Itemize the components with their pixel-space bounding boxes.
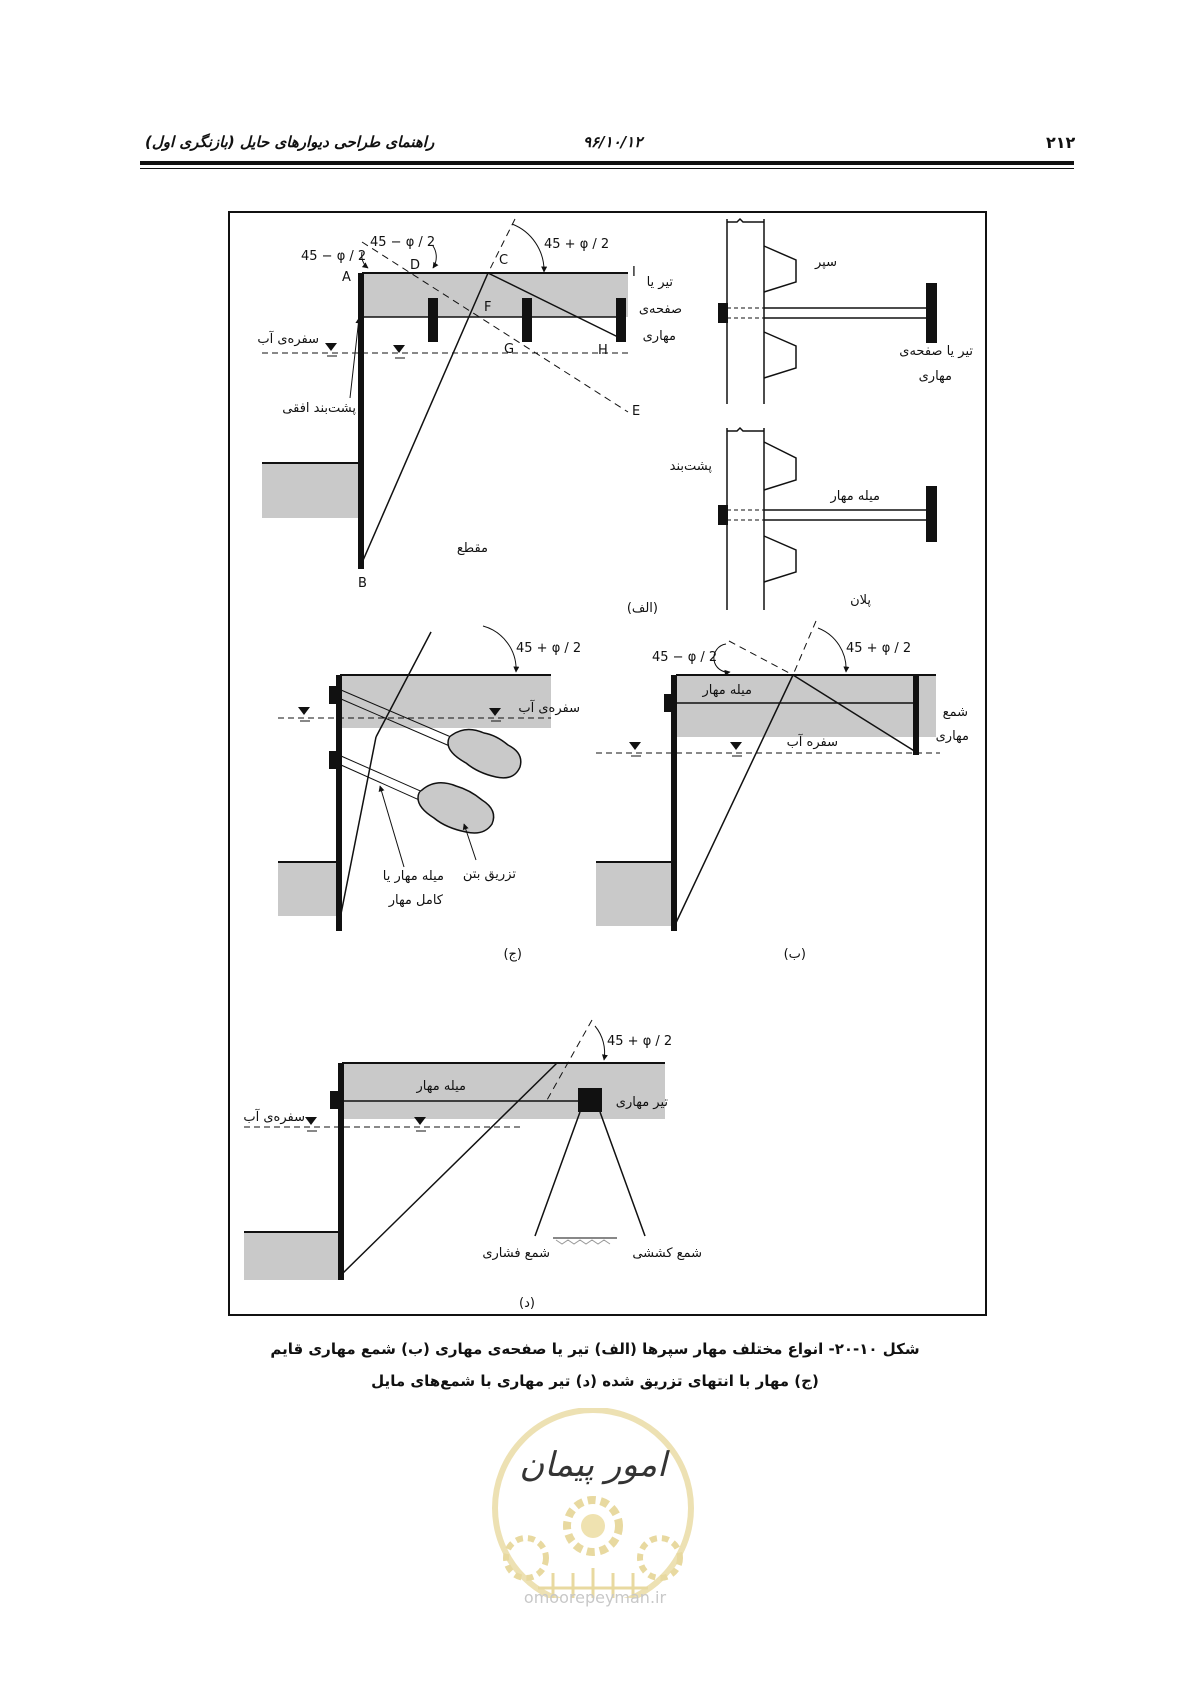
- point-label: H: [598, 343, 608, 358]
- grout-bulb: [417, 782, 495, 834]
- sheet-pile-wall: [358, 273, 364, 569]
- figure-frame: [228, 211, 987, 1316]
- figure-caption-line2: (ج) مهار با انتهای تزریق شده (د) تیر مها…: [371, 1372, 819, 1390]
- point-label: I: [632, 265, 636, 280]
- angle-label: 45 + φ / 2: [516, 641, 581, 656]
- point-label: C: [499, 253, 508, 268]
- wale-label: پشت‌بند: [670, 459, 713, 474]
- panel-tag: (د): [519, 1296, 535, 1311]
- sheet-pile-wall: [338, 1063, 344, 1280]
- grout-label: تزریق بتن: [463, 867, 516, 882]
- panel-d: 45 + φ / 2 میله مهار تیر مهاری سفره‌ی آب…: [243, 1019, 702, 1311]
- soil-dredge: [262, 463, 358, 518]
- wedge-line: [337, 736, 377, 930]
- angle-label: 45 + φ / 2: [544, 237, 609, 252]
- tension-pile: [599, 1111, 646, 1237]
- header-rule-thin: [140, 168, 1074, 169]
- sheet-pile-wall: [336, 675, 342, 931]
- passive-wedge-line: [360, 272, 489, 566]
- anchor-plate-3: [616, 298, 626, 342]
- wale-label: پشت‌بند افقی: [282, 401, 356, 416]
- figure-caption-line1: شکل ۱۰-۲۰- انواع مختلف مهار سپرها (الف) …: [270, 1340, 920, 1358]
- panel-a-plan: سپر تیر یا صفحه‌ی مهاری پشت‌بند میله مها…: [627, 217, 973, 616]
- publisher-seal-watermark: امور پیمان: [492, 1408, 694, 1598]
- tie-rod-label: میله مهار: [830, 489, 881, 504]
- panel-tag: (ج): [503, 947, 522, 962]
- panel-tag: (الف): [627, 601, 658, 616]
- water-table-label: سفره‌ی آب: [518, 699, 580, 716]
- header-rule-thick: [140, 161, 1074, 165]
- angle-label: 45 − φ / 2: [652, 650, 717, 665]
- compression-pile-label: شمع فشاری: [482, 1246, 550, 1261]
- point-label: A: [342, 270, 351, 285]
- anchor-rod-label: میله مهار یا: [383, 869, 444, 884]
- anchor-beam-label: صفحه‌ی: [639, 302, 682, 317]
- anchor-rod-label: کامل مهار: [388, 893, 444, 908]
- header-date: ۹۶/۱۰/۱۲: [583, 133, 643, 151]
- grout-bulb: [447, 728, 522, 779]
- angle-label: 45 + φ / 2: [846, 641, 911, 656]
- plan-label: پلان: [850, 593, 871, 608]
- passive-wedge-line: [673, 674, 794, 928]
- page-number: ۲۱۲: [1046, 133, 1076, 152]
- compression-pile: [534, 1111, 581, 1237]
- anchor-beam-label: تیر یا صفحه‌ی: [899, 344, 973, 359]
- tie-rod-label: میله مهار: [416, 1079, 467, 1094]
- anchor-beam-label: مهاری: [919, 369, 952, 384]
- active-wedge-line: [487, 272, 619, 338]
- point-label: B: [358, 576, 367, 591]
- section-label: مقطع: [457, 541, 488, 556]
- tie-rod-label: میله مهار: [702, 683, 753, 698]
- point-label: F: [484, 300, 491, 315]
- water-table-label: سفره‌ی آب: [243, 1108, 305, 1125]
- angle-label: 45 − φ / 2: [301, 249, 366, 264]
- wedge-line: [340, 1062, 558, 1276]
- anchor-beam: [578, 1088, 602, 1112]
- panel-b: 45 − φ / 2 45 + φ / 2 میله مهار شمع مهار…: [596, 620, 969, 962]
- active-wedge-line: [792, 674, 917, 753]
- sheet-pile-plan-top: [726, 217, 797, 404]
- anchor-plate-1: [428, 298, 438, 342]
- water-table-label: سفره‌ی آب: [257, 330, 319, 347]
- anchor-pile-label: مهاری: [936, 729, 969, 744]
- anchor-beam-label: تیر یا: [647, 275, 674, 290]
- point-label: G: [504, 342, 514, 357]
- sheet-pile-label: سپر: [814, 255, 837, 270]
- panel-tag: (ب): [784, 947, 806, 962]
- soil-fill: [362, 273, 628, 317]
- anchor-pile-label: شمع: [943, 705, 968, 720]
- angle-label: 45 + φ / 2: [607, 1034, 672, 1049]
- point-label: D: [410, 258, 420, 273]
- failure-line-dashed-1: [361, 241, 629, 413]
- panel-a-section: 45 − φ / 2 45 − φ / 2 45 + φ / 2 A D C I…: [257, 218, 682, 591]
- panel-c: 45 + φ / 2 سفره‌ی آب تزریق بتن میله مهار…: [278, 625, 581, 962]
- failure-line-dashed-2: [487, 218, 516, 274]
- point-label: E: [632, 404, 640, 419]
- water-table-label: سفره آب: [787, 733, 838, 750]
- watermark-website: omoorepeyman.ir: [523, 1588, 667, 1607]
- anchor-beam-label: تیر مهاری: [616, 1095, 669, 1110]
- anchor-plate-2: [522, 298, 532, 342]
- sheet-pile-plan-bottom: [726, 426, 797, 610]
- anchor-beam-label: مهاری: [643, 329, 676, 344]
- header-book-title: راهنمای طراحی دیوارهای حایل (بازنگری اول…: [145, 133, 435, 151]
- seal-lettering: امور پیمان: [519, 1445, 670, 1485]
- anchor-pile: [913, 675, 919, 755]
- angle-label: 45 − φ / 2: [370, 235, 435, 250]
- tension-pile-label: شمع کششی: [632, 1246, 702, 1261]
- sheet-pile-wall: [671, 675, 677, 931]
